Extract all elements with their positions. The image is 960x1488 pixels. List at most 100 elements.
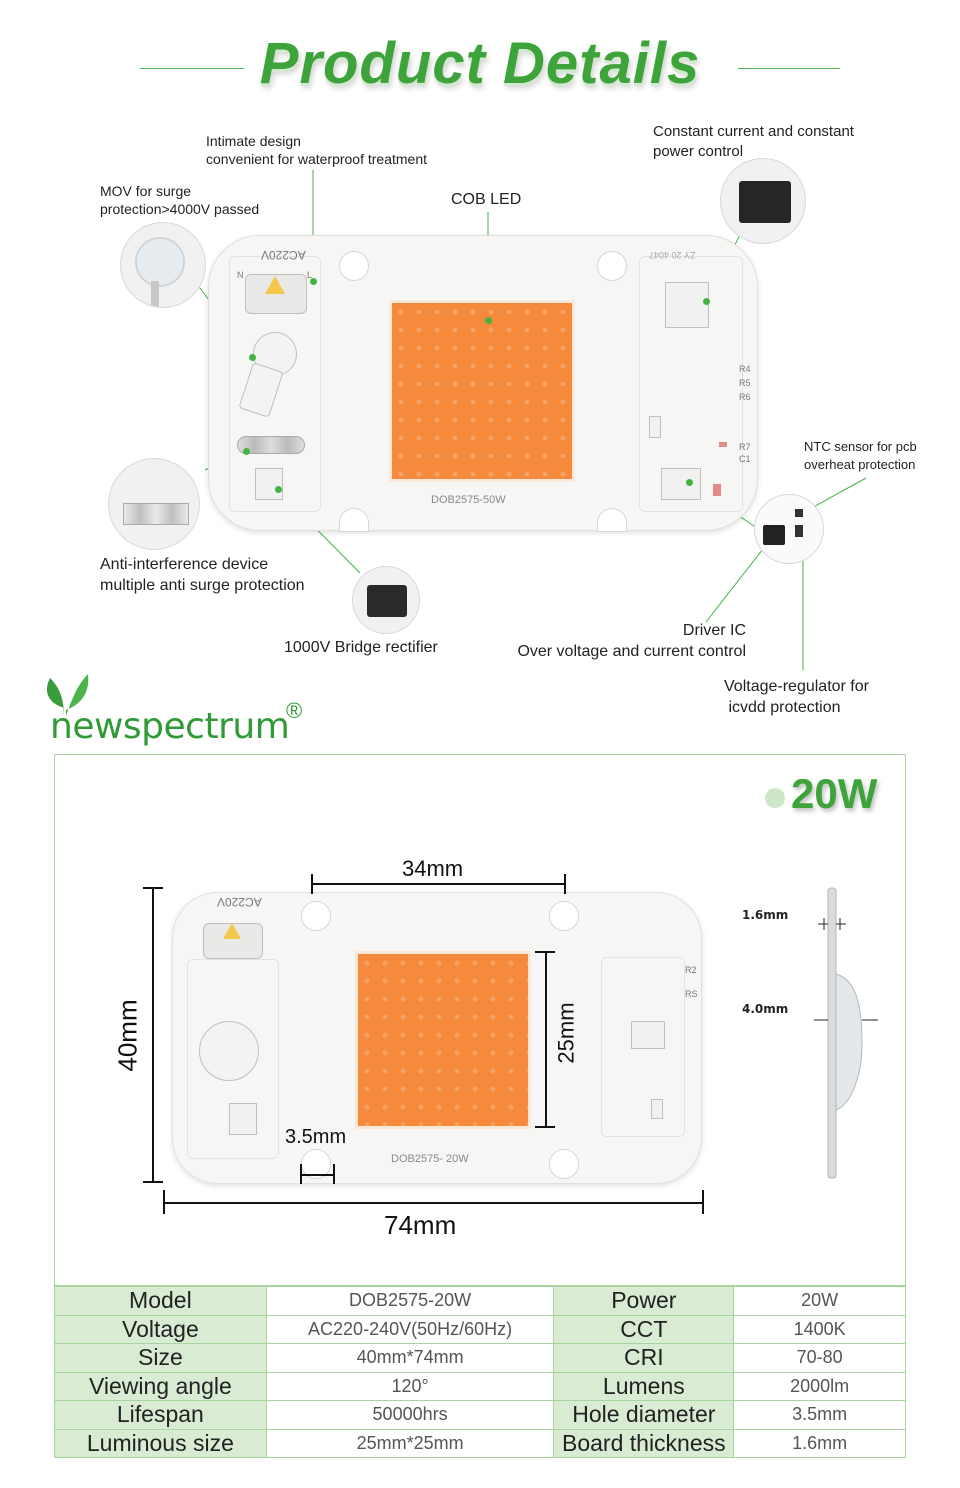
callout-dot xyxy=(249,354,256,361)
bridge-rectifier-pad xyxy=(255,468,283,500)
callout-dot xyxy=(485,317,492,324)
smd-red xyxy=(719,442,727,447)
callout-line: Anti-interference device xyxy=(100,556,269,573)
spec-key: Power xyxy=(553,1286,735,1316)
spec-key: Lifespan xyxy=(54,1400,267,1430)
spec-key: Board thickness xyxy=(553,1428,735,1458)
callout-dot xyxy=(243,448,250,455)
spec-value: 1.6mm xyxy=(733,1428,906,1458)
spec-key: Hole diameter xyxy=(553,1400,735,1430)
callout-dot xyxy=(310,278,317,285)
spec-key: CRI xyxy=(553,1343,735,1373)
callout-line: protection>4000V passed xyxy=(100,201,260,217)
wattage-label: 20W xyxy=(791,770,878,817)
dim-line-74 xyxy=(164,1202,704,1204)
dim-chip-label: 25mm xyxy=(553,1002,579,1064)
callout-driver-ic: Driver IC Over voltage and current contr… xyxy=(498,620,746,662)
callout-line: power control xyxy=(653,143,744,160)
callout-line: NTC sensor for pcb xyxy=(804,439,917,454)
side-total-label: 4.0mm xyxy=(742,1002,789,1016)
callout-line: icvdd protection xyxy=(724,699,841,716)
callout-line: Voltage-regulator for xyxy=(724,678,869,695)
dim-tick xyxy=(333,1164,335,1184)
bridge-rectifier-pad xyxy=(229,1103,257,1135)
callout-bridge: 1000V Bridge rectifier xyxy=(284,639,438,656)
leaf-logo-icon xyxy=(46,674,89,720)
dim-tick xyxy=(143,1181,163,1183)
spec-value: 1400K xyxy=(733,1314,906,1344)
dim-line-34 xyxy=(312,883,566,885)
dim-tick xyxy=(300,1164,302,1184)
registered-mark: ® xyxy=(286,698,303,723)
left-driver-zone xyxy=(187,959,279,1159)
left-driver-zone xyxy=(229,256,321,512)
callout-anti-interference: Anti-interference device multiple anti s… xyxy=(100,554,305,596)
dim-line-40 xyxy=(152,888,154,1182)
spec-value: 70-80 xyxy=(733,1343,906,1373)
resistor-label: C1 xyxy=(739,454,751,464)
dim-width-label: 34mm xyxy=(402,856,464,881)
spec-key: Viewing angle xyxy=(54,1371,267,1401)
dim-tick xyxy=(702,1190,704,1214)
wattage-dot xyxy=(765,788,785,808)
dim-hole-label: 3.5mm xyxy=(285,1126,347,1148)
callout-dot xyxy=(686,479,693,486)
spec-value: 25mm*25mm xyxy=(265,1428,555,1458)
callout-mov: MOV for surge protection>4000V passed xyxy=(100,182,259,218)
mount-hole xyxy=(301,901,331,931)
chip-label: DOB2575- 20W xyxy=(391,1153,469,1165)
dim-tick xyxy=(163,1190,165,1214)
callout-line: overheat protection xyxy=(804,457,916,472)
resistor-label: RS xyxy=(685,989,698,999)
cob-led-chip xyxy=(389,300,575,482)
title-section: Product Details xyxy=(0,30,960,110)
callout-dot xyxy=(275,486,282,493)
spec-value: 40mm*74mm xyxy=(265,1343,555,1373)
callout-regulator: Voltage-regulator for icvdd protection xyxy=(724,676,869,718)
serial-mark: ZY 20 4047 xyxy=(649,250,696,260)
callout-constant-control: Constant current and constant power cont… xyxy=(653,122,854,162)
spec-value: 50000hrs xyxy=(265,1400,555,1430)
right-driver-zone xyxy=(639,256,743,512)
inductor xyxy=(237,436,305,454)
spec-key: Voltage xyxy=(54,1314,267,1344)
callout-line: Driver IC xyxy=(682,622,746,639)
callout-line: MOV for surge xyxy=(100,183,192,199)
dim-tick xyxy=(311,874,313,894)
resistor-label: R2 xyxy=(685,965,697,975)
resistor-label: R7 xyxy=(739,442,751,452)
resistor-label: R4 xyxy=(739,364,751,374)
mov-zoom xyxy=(120,222,206,308)
pin-label-l: L xyxy=(307,270,313,280)
warning-icon xyxy=(223,923,241,939)
bridge-zoom xyxy=(352,566,420,634)
dim-tick xyxy=(564,874,566,894)
callout-dot xyxy=(703,298,710,305)
callout-line: Constant current and constant xyxy=(653,123,854,140)
callout-ntc: NTC sensor for pcb overheat protection xyxy=(804,438,917,474)
spec-value: DOB2575-20W xyxy=(265,1286,555,1316)
callout-line: multiple anti surge protection xyxy=(100,577,305,594)
warning-icon xyxy=(265,276,285,294)
mov-varistor xyxy=(199,1021,259,1081)
ic-pad-small xyxy=(649,416,661,438)
ic-pad-top xyxy=(665,282,709,328)
title-rule-right xyxy=(738,68,840,69)
board-side-profile xyxy=(814,887,878,1179)
ic-pad-small xyxy=(651,1099,663,1119)
callout-line: convenient for waterproof treatment xyxy=(206,151,428,167)
callout-line: Intimate design xyxy=(206,133,301,149)
voltage-mark: AC220V xyxy=(217,895,262,909)
pin-label-n: N xyxy=(237,270,244,280)
title-rule-left xyxy=(140,68,244,69)
dim-tick xyxy=(535,1126,555,1128)
spec-value: 3.5mm xyxy=(733,1400,906,1430)
page-title: Product Details xyxy=(259,31,701,96)
mount-hole xyxy=(339,508,369,532)
